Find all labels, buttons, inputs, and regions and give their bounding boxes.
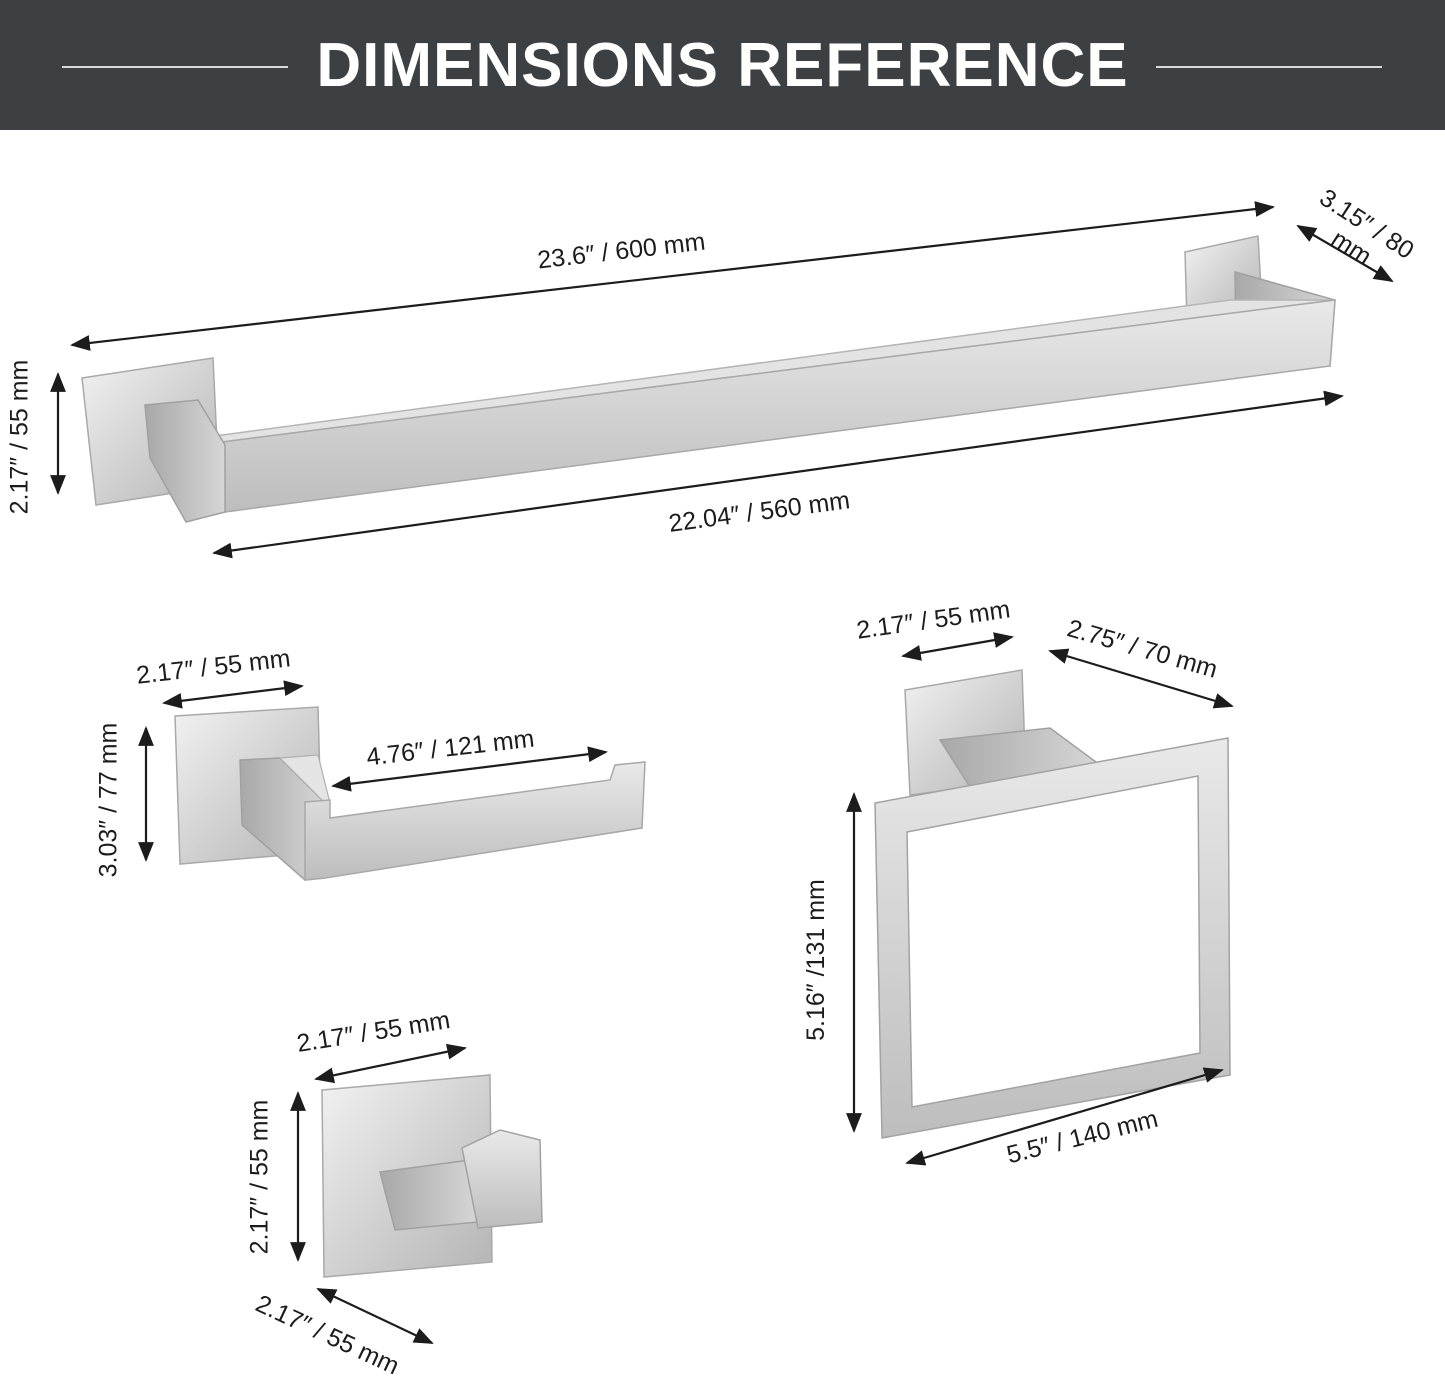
towel-ring-frame	[874, 737, 1231, 1139]
arrow-towel-bar-overall	[70, 201, 1275, 351]
paper-holder-illustration	[174, 706, 646, 881]
label-paper-holder-height: 3.03″ / 77 mm	[94, 722, 123, 878]
arrow-towel-ring-width	[901, 632, 1014, 661]
arrow-robe-hook-depth	[316, 1288, 434, 1344]
label-towel-bar-height: 2.17″ / 55 mm	[5, 359, 34, 515]
arrow-towel-ring-bottom	[905, 1067, 1224, 1166]
towel-bar-illustration	[81, 235, 1336, 523]
towel-bar-rod-front	[221, 299, 1336, 513]
arrow-paper-holder-arm	[331, 746, 608, 792]
arrow-paper-holder-width	[162, 680, 304, 709]
robe-hook-illustration	[321, 1074, 543, 1278]
arrow-towel-ring-projection	[1048, 648, 1234, 709]
robe-hook-arm	[379, 1159, 479, 1231]
paper-holder-arm-front	[304, 761, 646, 881]
robe-hook-tip	[461, 1129, 543, 1229]
label-robe-hook-height: 2.17″ / 55 mm	[245, 1099, 274, 1255]
page-title: DIMENSIONS REFERENCE	[316, 31, 1129, 100]
header-rule-right	[1156, 66, 1382, 68]
arrow-towel-bar-projection	[1296, 225, 1394, 282]
label-towel-ring-height: 5.16″ /131 mm	[801, 879, 830, 1041]
header-banner: DIMENSIONS REFERENCE	[0, 0, 1445, 130]
arrow-robe-hook-width	[314, 1043, 467, 1084]
header-rule-left	[62, 66, 288, 68]
arrow-towel-bar-bar	[212, 390, 1344, 559]
towel-ring-illustration	[874, 669, 1231, 1139]
